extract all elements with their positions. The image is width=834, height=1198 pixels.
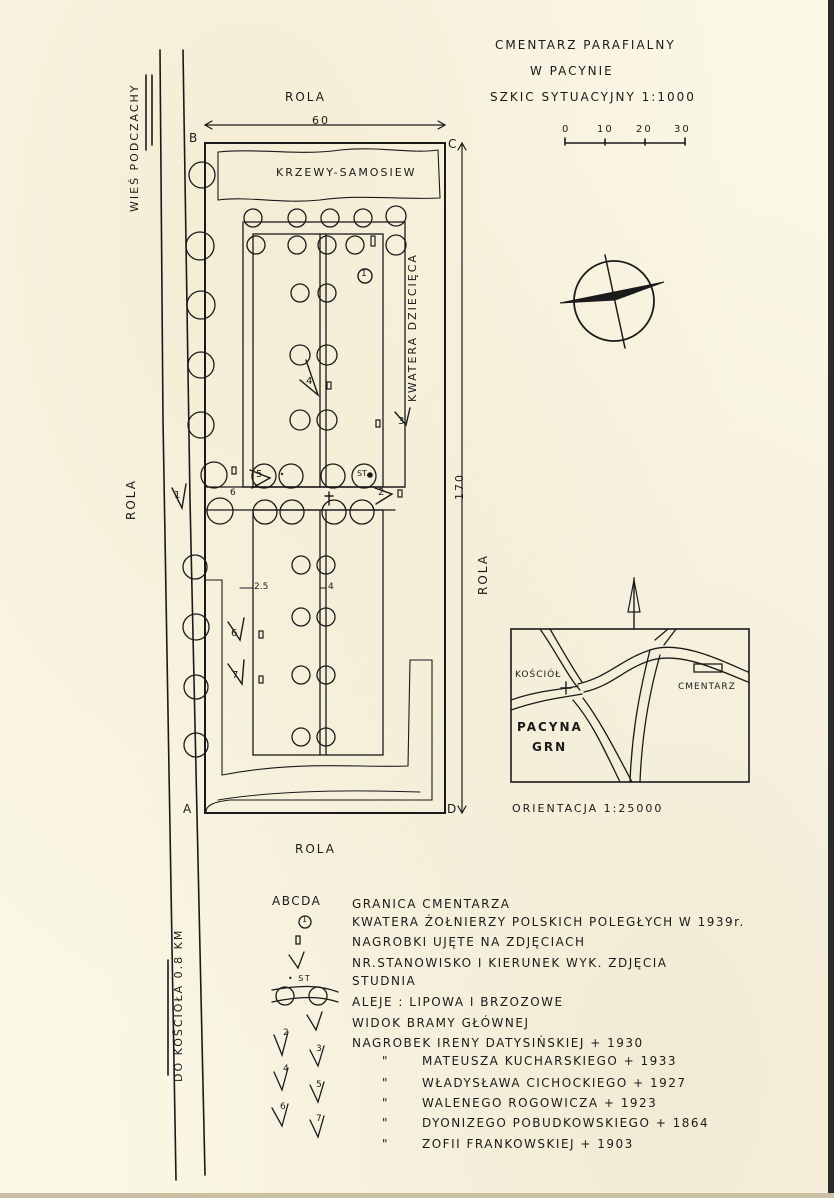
inset-map-frame xyxy=(510,628,750,783)
station-4-label: 4 xyxy=(306,376,315,387)
corner-d: D xyxy=(447,802,459,816)
label-do-kosciola: DO KOŚCIOŁA 0.8 KM xyxy=(172,928,185,1082)
station-1-label: 1 xyxy=(361,269,369,279)
corner-c: C xyxy=(448,137,459,151)
station-6-label-top: 6 xyxy=(230,488,238,498)
inset-label-grn: GRN xyxy=(532,740,568,754)
legend-text-rogowicz: WALENEGO ROGOWICZA + 1923 xyxy=(422,1096,658,1110)
corner-b: B xyxy=(189,131,200,145)
tombstone-markers xyxy=(231,235,403,684)
inset-label-kosciol: KOŚCIÓŁ xyxy=(515,670,562,680)
legend-text-cichocki: WŁADYSŁAWA CICHOCKIEGO + 1927 xyxy=(422,1076,687,1090)
legend-mark-7: 7 xyxy=(316,1114,324,1124)
well-st-label: ST. xyxy=(357,469,369,478)
legend-text-nagrobki: NAGROBKI UJĘTE NA ZDJĘCIACH xyxy=(352,935,586,949)
inset-roads xyxy=(510,628,749,783)
title-line-1: CMENTARZ PARAFIALNY xyxy=(495,38,676,52)
legend-text-stanowisko: NR.STANOWISKO I KIERUNEK WYK. ZDJĘCIA xyxy=(352,956,668,970)
dimension-60: 60 xyxy=(312,114,330,127)
title-line-3: SZKIC SYTUACYJNY 1:1000 xyxy=(490,90,696,104)
legend-mark-6: 6 xyxy=(280,1102,288,1112)
dimension-170: 170 xyxy=(453,473,466,500)
label-rola-bottom: ROLA xyxy=(295,842,336,856)
shrubs-area xyxy=(217,148,441,202)
label-rola-top: ROLA xyxy=(285,90,326,104)
legend-mark-4: 4 xyxy=(283,1064,291,1074)
inset-label-cmentarz: CMENTARZ xyxy=(678,682,736,692)
label-kwatera-dziecieca: KWATERA DZIECIĘCA xyxy=(406,253,419,402)
station-6-label: 6 xyxy=(231,628,240,639)
legend-symbol-ditto-3: " xyxy=(382,1096,390,1110)
shrubs-bottom xyxy=(205,579,433,813)
title-line-2: W PACYNIE xyxy=(530,64,614,78)
label-krzewy: KRZEWY-SAMOSIEW xyxy=(276,166,417,179)
scale-tick-30: 30 xyxy=(674,124,691,135)
sheet-edge-bottom xyxy=(0,1193,834,1198)
legend-text-pobudkowski: DYONIZEGO POBUDKOWSKIEGO + 1864 xyxy=(422,1116,710,1130)
station-2-label: 2 xyxy=(378,487,387,498)
inset-label-pacyna: PACYNA xyxy=(517,720,583,734)
legend-text-frankowska: ZOFII FRANKOWSKIEJ + 1903 xyxy=(422,1137,634,1151)
legend-text-widok: WIDOK BRAMY GŁÓWNEJ xyxy=(352,1016,530,1030)
tree-circles xyxy=(182,161,407,758)
legend-text-kucharski: MATEUSZA KUCHARSKIEGO + 1933 xyxy=(422,1054,678,1068)
scale-tick-20: 20 xyxy=(636,124,653,135)
view-direction-marks xyxy=(171,268,411,686)
legend-mark-1: 1 xyxy=(302,915,309,924)
station-1-gate-label: 1 xyxy=(174,490,183,501)
alley-outer xyxy=(242,221,406,488)
scale-tick-10: 10 xyxy=(597,124,614,135)
legend-mark-3: 3 xyxy=(316,1044,324,1054)
label-wies-podczachy: WIEŚ PODCZACHY xyxy=(128,83,141,212)
legend-mark-5: 5 xyxy=(316,1080,324,1090)
corner-a: A xyxy=(183,802,194,816)
legend-symbols xyxy=(271,915,339,1139)
label-rola-left: ROLA xyxy=(124,479,138,520)
sheet-edge-right xyxy=(828,0,834,1198)
legend-text-aleje: ALEJE : LIPOWA I BRZOZOWE xyxy=(352,995,564,1009)
legend-symbol-abcda: ABCDA xyxy=(272,894,322,908)
road-edge-left xyxy=(159,49,177,1181)
legend-mark-2: 2 xyxy=(283,1028,291,1038)
dimension-4: 4 xyxy=(328,582,334,592)
legend-text-granica: GRANICA CMENTARZA xyxy=(352,897,511,911)
station-5-label: 5 xyxy=(256,469,265,480)
legend-symbol-ditto-2: " xyxy=(382,1076,390,1090)
legend-symbol-well: • ST xyxy=(288,974,312,983)
inset-orientacja: ORIENTACJA 1:25000 xyxy=(512,802,664,815)
label-rola-right: ROLA xyxy=(476,554,490,595)
legend-text-datysinska: NAGROBEK IRENY DATYSIŃSKIEJ + 1930 xyxy=(352,1036,644,1050)
cemetery-boundary xyxy=(204,142,446,814)
dimension-2-5: 2.5 xyxy=(254,582,269,592)
legend-symbol-ditto-4: " xyxy=(382,1116,390,1130)
station-7-label: 7 xyxy=(232,670,241,681)
alley-lower xyxy=(252,509,384,756)
station-3-label: 3 xyxy=(398,416,407,427)
legend-symbol-ditto-5: " xyxy=(382,1137,390,1151)
legend-symbol-ditto-1: " xyxy=(382,1054,390,1068)
legend-text-studnia: STUDNIA xyxy=(352,974,417,988)
scale-tick-0: 0 xyxy=(562,124,571,135)
legend-text-kwatera: KWATERA ŻOŁNIERZY POLSKICH POLEGŁYCH W 1… xyxy=(352,915,745,929)
road-edge-right xyxy=(182,49,206,1176)
